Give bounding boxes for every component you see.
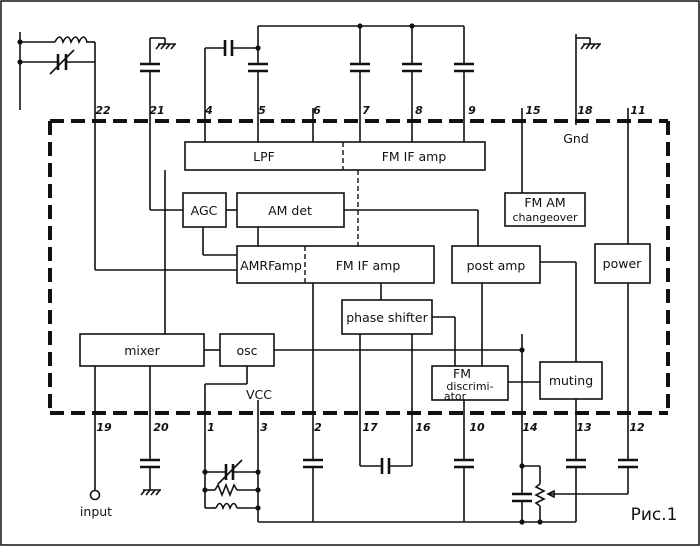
mixer-label: mixer bbox=[124, 343, 160, 358]
pin-label: 5 bbox=[258, 104, 266, 117]
pin-label: 8 bbox=[415, 104, 423, 117]
block-am-det: AM det bbox=[236, 192, 345, 228]
block-power: power bbox=[594, 243, 651, 284]
fm-disc-label-3: ator bbox=[444, 390, 467, 403]
pin-label: 22 bbox=[95, 104, 111, 117]
external-wiring-bottom bbox=[89, 400, 638, 525]
pin-label: 20 bbox=[153, 421, 169, 434]
osc-label: osc bbox=[236, 343, 257, 358]
fm-disc-label-2: discrimi- bbox=[446, 380, 493, 393]
pin-label: 4 bbox=[204, 104, 213, 117]
block-agc: AGC bbox=[182, 192, 227, 228]
pin-label: 18 bbox=[577, 104, 593, 117]
block-mixer: mixer bbox=[79, 333, 205, 367]
pin-label: 1 bbox=[207, 421, 215, 434]
fm-if-amp-mid-label: FM IF amp bbox=[336, 258, 401, 273]
pin-label: 13 bbox=[576, 421, 592, 434]
pin-label: 15 bbox=[525, 104, 541, 117]
external-wiring-top bbox=[17, 23, 629, 270]
pin-labels-bottom: 19 20 1 3 2 17 16 10 14 13 12 bbox=[96, 421, 645, 434]
pin-label: 2 bbox=[314, 421, 322, 434]
figure-label: Рис.1 bbox=[631, 505, 678, 525]
gnd-label: Gnd bbox=[563, 131, 589, 146]
muting-label: muting bbox=[549, 373, 593, 388]
pin-label: 6 bbox=[313, 104, 321, 117]
fm-if-amp-top-label: FM IF amp bbox=[382, 149, 447, 164]
block-muting: muting bbox=[539, 361, 603, 400]
block-lpf-fm-if: LPF FM IF amp bbox=[184, 141, 486, 246]
pin-label: 9 bbox=[468, 104, 476, 117]
input-label: input bbox=[80, 504, 112, 519]
block-osc: osc bbox=[219, 333, 275, 367]
am-det-label: AM det bbox=[268, 203, 312, 218]
changeover-label: changeover bbox=[512, 211, 577, 224]
block-phase-shifter: phase shifter bbox=[341, 299, 433, 335]
ic-outline bbox=[48, 119, 670, 415]
pin-label: 10 bbox=[469, 421, 485, 434]
amrf-amp-label: AMRFamp bbox=[240, 258, 302, 273]
pin-label: 7 bbox=[362, 104, 370, 117]
pin-label: 16 bbox=[415, 421, 431, 434]
internal-wiring bbox=[94, 170, 629, 420]
fm-disc-label-1: FM bbox=[453, 366, 471, 381]
pin-label: 17 bbox=[362, 421, 378, 434]
block-amrf-fm-if: AMRFamp FM IF amp bbox=[236, 245, 435, 284]
power-label: power bbox=[603, 256, 642, 271]
pin-label: 3 bbox=[260, 421, 268, 434]
fm-am-label: FM AM bbox=[524, 195, 565, 210]
pin-label: 11 bbox=[630, 104, 645, 117]
pin-label: 14 bbox=[522, 421, 537, 434]
pin-label: 12 bbox=[629, 421, 645, 434]
agc-label: AGC bbox=[191, 203, 218, 218]
lpf-label: LPF bbox=[253, 149, 275, 164]
block-fm-am-changeover: FM AM changeover bbox=[504, 192, 586, 227]
pin-labels-top: 22 21 4 5 6 7 8 9 15 18 11 bbox=[95, 104, 645, 117]
block-fm-discriminator: FM discrimi- ator bbox=[431, 365, 509, 403]
block-post-amp: post amp bbox=[451, 245, 541, 284]
pin-label: 21 bbox=[149, 104, 164, 117]
post-amp-label: post amp bbox=[467, 258, 526, 273]
vcc-label: VCC bbox=[246, 387, 272, 402]
phase-shifter-label: phase shifter bbox=[346, 310, 428, 325]
pin-label: 19 bbox=[96, 421, 112, 434]
